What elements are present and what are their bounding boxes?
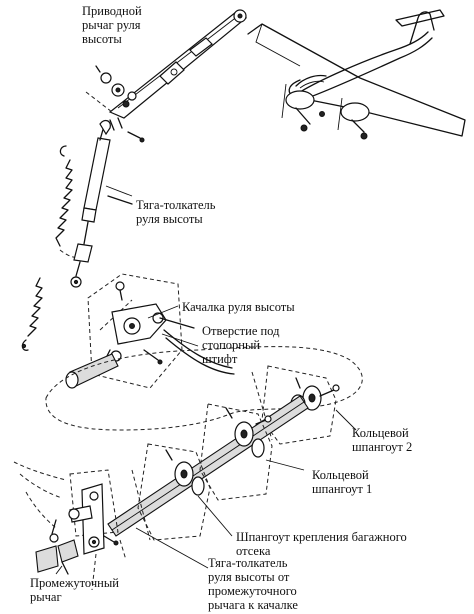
label-push-rod: Тяга-толкатель руля высоты	[136, 198, 216, 226]
upper-push-rod	[70, 119, 133, 288]
label-baggage-frame: Шпангоут крепления багажного отсека	[236, 530, 407, 558]
label-ring-frame-1: Кольцевой шпангоут 1	[312, 468, 373, 496]
drive-bellcrank	[85, 9, 248, 143]
label-push-rod-intermediate: Тяга-толкатель руля высоты от промежуточ…	[208, 556, 298, 612]
label-ring-frame-2: Кольцевой шпангоут 2	[352, 426, 413, 454]
leader-lines	[55, 185, 357, 575]
main-push-rod	[107, 395, 309, 537]
spring-icon	[21, 145, 85, 351]
label-drive-bellcrank: Приводной рычаг руля высоты	[82, 4, 142, 46]
fuselage-contour	[45, 346, 363, 431]
aircraft-icon	[247, 9, 466, 140]
baggage-frame	[137, 443, 211, 541]
bellcrank-bracket	[65, 273, 235, 389]
label-intermediate-lever: Промежуточный рычаг	[30, 576, 119, 604]
intermediate-lever	[13, 461, 127, 591]
label-locking-pin-hole: Отверстие под стопорный штифт	[202, 324, 280, 366]
label-bellcrank: Качалка руля высоты	[182, 300, 295, 314]
ring-frame-1	[199, 403, 273, 501]
